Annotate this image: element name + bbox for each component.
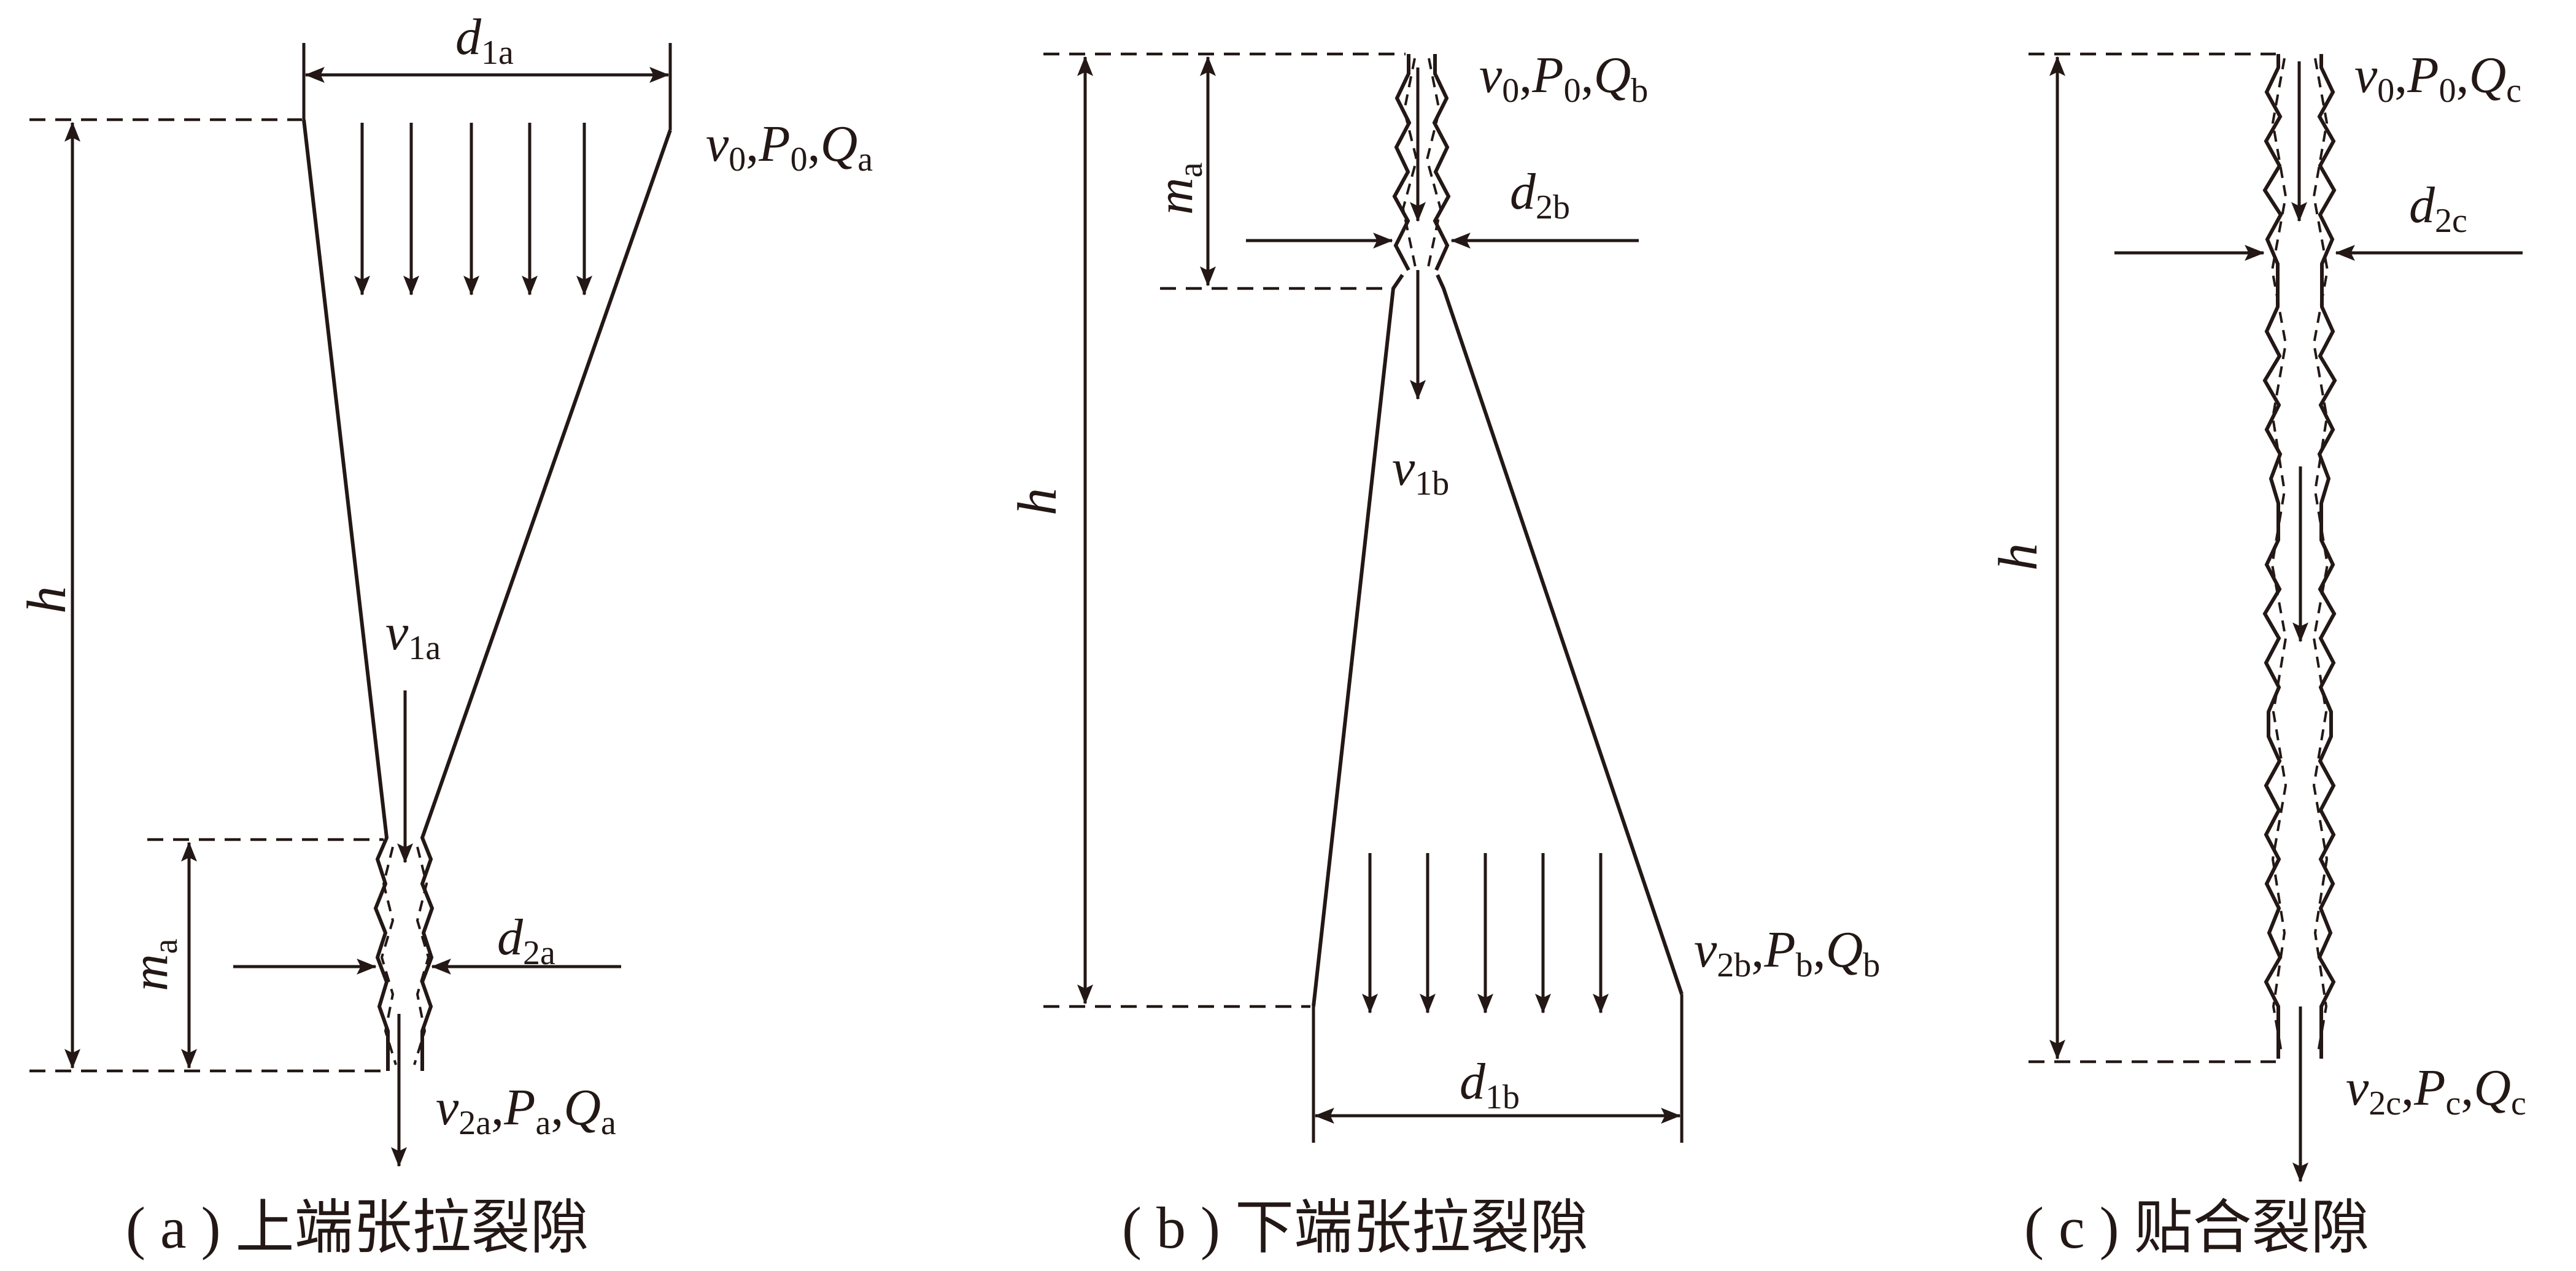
- panel-a-neck-width-label: d2a: [497, 909, 555, 972]
- panel-b-neck-dashed-left: [1401, 58, 1418, 268]
- flow-symbol: Q: [2469, 47, 2507, 104]
- flow-symbol: ,: [746, 115, 759, 172]
- panel-a-top-flow-label: v0,P0,Qa: [706, 115, 873, 179]
- panel-a-bottom-flow-label: v2a,Pa,Qa: [436, 1079, 616, 1142]
- panel-c-left-wall: [2262, 54, 2283, 1059]
- flow-symbol: ,: [2401, 1059, 2414, 1116]
- panel-a-right-wall: [420, 129, 672, 1071]
- panel-b-neck-width-label: d2b: [1510, 163, 1570, 226]
- panel-c-neck-width-label: d2c: [2409, 177, 2467, 240]
- flow-symbol: P: [2407, 47, 2439, 104]
- panel-a-section-label: ma: [122, 938, 185, 991]
- flow-symbol: ,: [551, 1079, 563, 1136]
- flow-symbol: ,: [2394, 47, 2407, 104]
- panel-c-top-flow-label: v0,P0,Qc: [2354, 47, 2521, 110]
- panel-b-inner-velocity-label: v1b: [1392, 439, 1449, 503]
- flow-symbol: Q: [563, 1079, 601, 1136]
- flow-subscript: a: [535, 1104, 551, 1142]
- flow-symbol: v: [1479, 47, 1503, 104]
- flow-subscript: 0: [1564, 72, 1581, 110]
- panel-b-bottom-width-label: d1b: [1460, 1053, 1520, 1116]
- panel-b-top-flow-label: v0,P0,Qb: [1479, 47, 1648, 110]
- flow-symbol: v: [436, 1079, 459, 1136]
- panel-b-left-wall: [1312, 274, 1404, 1007]
- panel-a-left-wall: [302, 119, 390, 1071]
- flow-subscript: 2a: [458, 1104, 491, 1142]
- panel-c-caption: ( c ) 贴合裂隙: [2024, 1195, 2370, 1261]
- flow-subscript: c: [2506, 72, 2521, 110]
- panel-b-caption: ( b ) 下端张拉裂隙: [1122, 1195, 1588, 1261]
- flow-symbol: ,: [1581, 47, 1594, 104]
- panel-b-section-label: ma: [1147, 162, 1210, 215]
- flow-subscript: 0: [729, 141, 746, 179]
- flow-symbol: v: [706, 115, 729, 172]
- panel-b-right-wall: [1436, 274, 1684, 995]
- flow-symbol: ,: [1519, 47, 1532, 104]
- flow-symbol: P: [1763, 921, 1795, 978]
- panel-a-caption: ( a ) 上端张拉裂隙: [126, 1195, 589, 1261]
- flow-symbol: ,: [2456, 47, 2469, 104]
- panel-b-neck-right-wall: [1432, 54, 1451, 271]
- flow-symbol: v: [2346, 1059, 2369, 1116]
- flow-symbol: Q: [1594, 47, 1631, 104]
- panel-b-neck-dashed-right: [1425, 58, 1442, 268]
- flow-symbol: ,: [491, 1079, 504, 1136]
- flow-subscript: a: [601, 1104, 616, 1142]
- flow-symbol: ,: [1813, 921, 1826, 978]
- panel-b-bottom-flow-label: v2b,Pb,Qb: [1694, 921, 1880, 984]
- flow-subscript: 0: [2377, 72, 2394, 110]
- panel-a: [29, 43, 672, 1167]
- panel-c-height-label: h: [1988, 543, 2049, 571]
- panel-b: [1043, 52, 1684, 1143]
- flow-symbol: P: [1531, 47, 1563, 104]
- panel-a-neck-dashed-left: [380, 846, 397, 1065]
- flow-subscript: a: [857, 141, 873, 179]
- panel-c: [2029, 52, 2523, 1183]
- flow-symbol: P: [758, 115, 790, 172]
- flow-symbol: v: [1694, 921, 1717, 978]
- flow-symbol: Q: [2474, 1059, 2511, 1116]
- flow-subscript: 0: [2439, 72, 2456, 110]
- flow-symbol: ,: [808, 115, 821, 172]
- panel-c-right-wall: [2317, 54, 2337, 1059]
- flow-symbol: ,: [2461, 1059, 2474, 1116]
- panel-a-inner-velocity-label: v1a: [385, 604, 441, 667]
- flow-symbol: Q: [1826, 921, 1863, 978]
- flow-symbol: P: [503, 1079, 535, 1136]
- labels: d1a v0,P0,Qa h ma v1a d2a v2a,Pa,Qa ( a …: [17, 9, 2526, 1261]
- flow-subscript: c: [2511, 1084, 2526, 1122]
- flow-symbol: P: [2413, 1059, 2445, 1116]
- flow-subscript: b: [1796, 946, 1813, 984]
- flow-subscript: b: [1631, 72, 1648, 110]
- panel-c-bottom-flow-label: v2c,Pc,Qc: [2346, 1059, 2526, 1122]
- flow-subscript: 2c: [2369, 1084, 2401, 1122]
- flow-subscript: 0: [791, 141, 808, 179]
- panel-a-height-label: h: [17, 586, 77, 614]
- panel-a-neck-dashed-right: [413, 846, 430, 1065]
- flow-subscript: b: [1863, 946, 1880, 984]
- panel-b-height-label: h: [1007, 488, 1068, 516]
- flow-symbol: Q: [821, 115, 858, 172]
- panel-a-top-width-label: d1a: [455, 9, 514, 72]
- flow-symbol: v: [2354, 47, 2378, 104]
- flow-subscript: c: [2445, 1084, 2461, 1122]
- flow-subscript: 2b: [1717, 946, 1751, 984]
- panel-b-neck-left-wall: [1392, 54, 1412, 271]
- flow-symbol: ,: [1751, 921, 1764, 978]
- flow-subscript: 0: [1502, 72, 1519, 110]
